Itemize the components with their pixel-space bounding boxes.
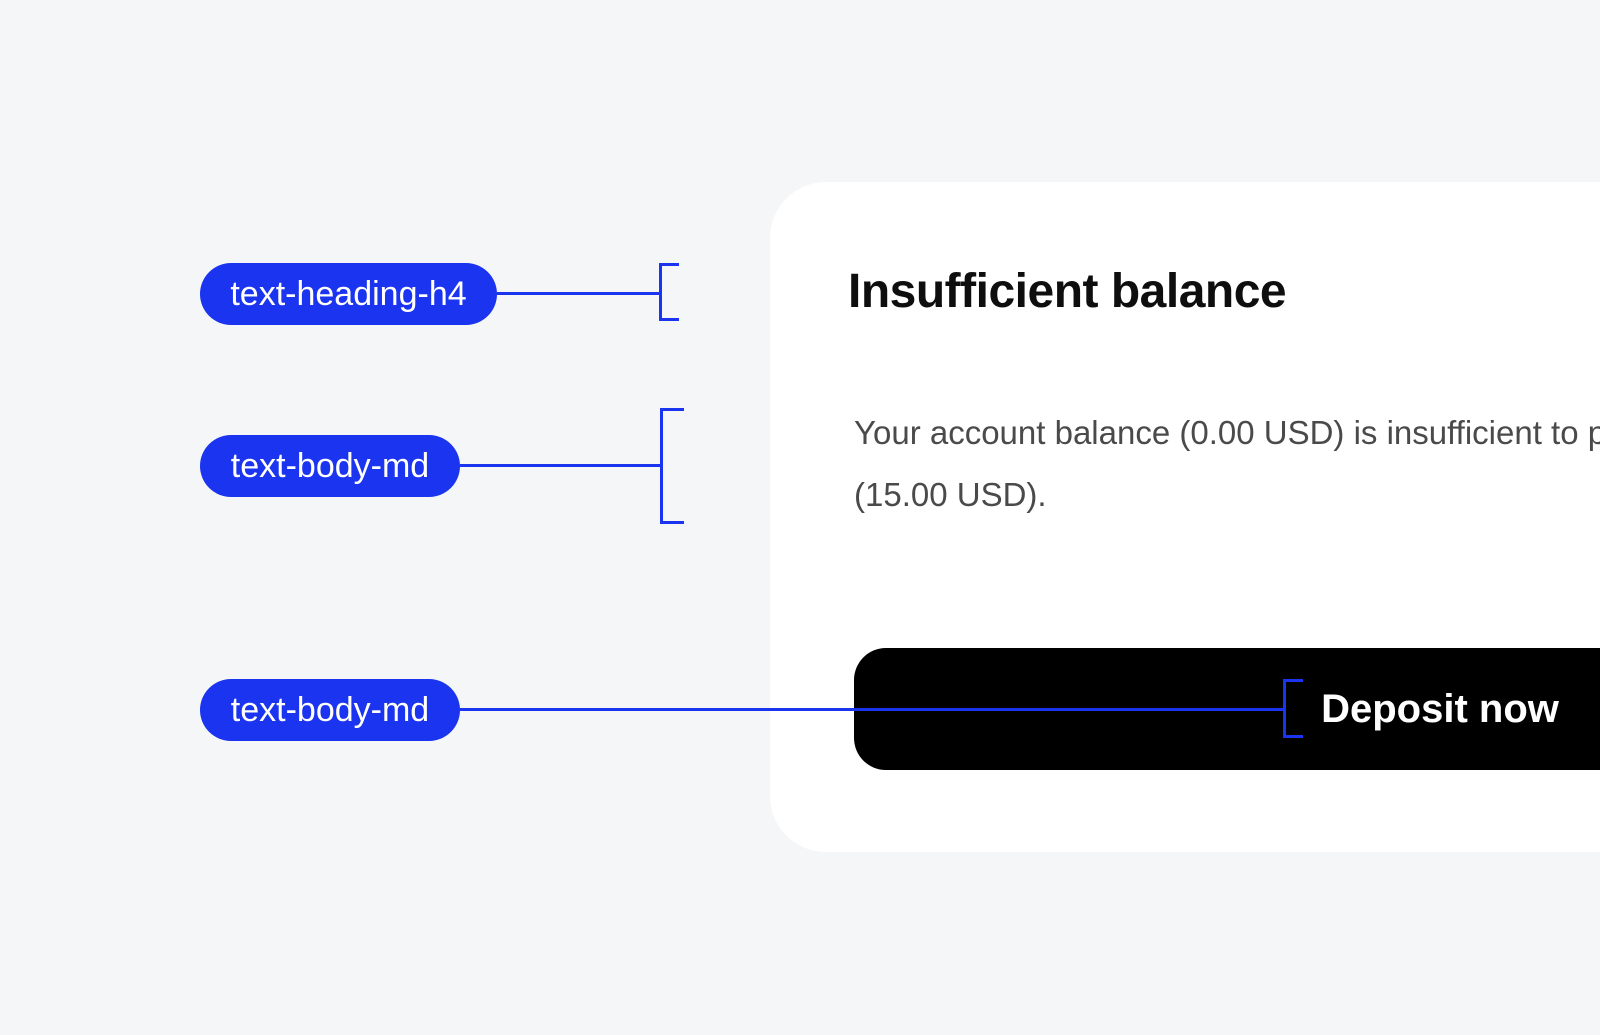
token-pill-heading-h4: text-heading-h4 bbox=[200, 263, 497, 325]
dialog-card: Insufficient balance Your account balanc… bbox=[770, 182, 1600, 852]
bracket-heading bbox=[659, 263, 679, 321]
token-pill-button-label: text-body-md bbox=[200, 679, 460, 741]
bracket-body bbox=[660, 408, 684, 524]
deposit-button-label: Deposit now bbox=[1321, 686, 1559, 731]
dialog-title: Insufficient balance bbox=[848, 265, 1287, 318]
token-pill-body-md: text-body-md bbox=[200, 435, 460, 497]
dialog-description: Your account balance (0.00 USD) is insuf… bbox=[854, 414, 1600, 513]
connector-line-button-label bbox=[460, 708, 1283, 711]
connector-line-heading bbox=[497, 292, 659, 295]
bracket-button-label bbox=[1283, 679, 1303, 738]
connector-line-body bbox=[460, 464, 660, 467]
